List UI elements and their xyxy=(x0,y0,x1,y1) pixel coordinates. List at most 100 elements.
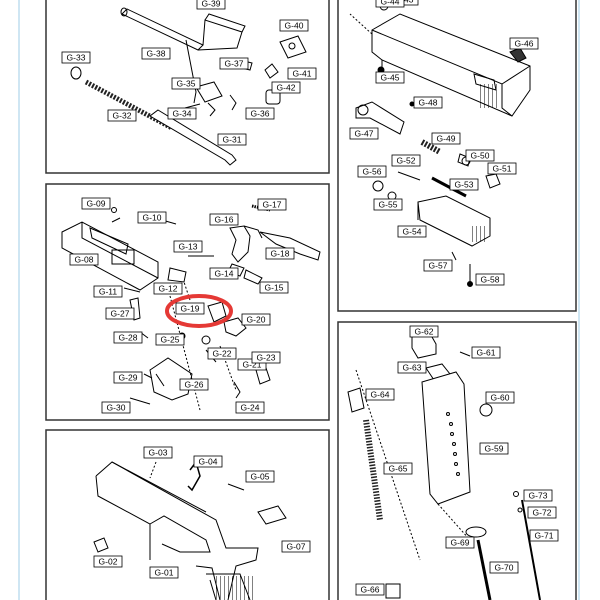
part-label-g-38: G-38 xyxy=(141,47,171,60)
label-text: G-57 xyxy=(429,261,448,271)
part-label-g-69: G-69 xyxy=(445,536,475,549)
panel-top-right xyxy=(337,0,577,312)
label-text: G-02 xyxy=(99,557,118,567)
label-text: G-22 xyxy=(213,349,232,359)
label-box xyxy=(93,555,123,568)
label-box xyxy=(449,178,479,191)
label-box xyxy=(355,583,385,596)
label-text: G-61 xyxy=(477,348,496,358)
part-label-g-27: G-27 xyxy=(105,307,135,320)
label-box xyxy=(509,37,539,50)
label-box xyxy=(259,281,289,294)
label-box xyxy=(241,313,271,326)
label-box xyxy=(173,240,203,253)
label-box xyxy=(93,285,123,298)
label-text: G-63 xyxy=(403,363,422,373)
label-text: G-04 xyxy=(199,457,218,467)
label-box xyxy=(445,536,475,549)
label-box xyxy=(365,388,395,401)
part-label-g-39: G-39 xyxy=(196,0,226,10)
panel-bottom-left xyxy=(45,429,330,600)
label-text: G-01 xyxy=(155,568,174,578)
part-label-g-25: G-25 xyxy=(155,333,185,346)
label-box xyxy=(61,51,91,64)
label-box xyxy=(113,331,143,344)
label-text: G-20 xyxy=(247,315,266,325)
label-text: G-19 xyxy=(181,304,200,314)
part-label-g-41: G-41 xyxy=(287,67,317,80)
part-label-g-71: G-71 xyxy=(529,529,559,542)
label-box xyxy=(485,391,515,404)
group-frame xyxy=(93,460,287,600)
group-slide xyxy=(349,1,531,287)
label-text: G-35 xyxy=(177,79,196,89)
label-box xyxy=(153,282,183,295)
part-label-g-32: G-32 xyxy=(107,109,137,122)
part-label-g-40: G-40 xyxy=(279,19,309,32)
label-text: G-30 xyxy=(107,403,126,413)
label-text: G-03 xyxy=(149,448,168,458)
part-label-g-15: G-15 xyxy=(259,281,289,294)
label-box xyxy=(489,561,519,574)
label-text: G-07 xyxy=(287,542,306,552)
label-box xyxy=(179,378,209,391)
label-text: G-70 xyxy=(495,563,514,573)
part-label-g-57: G-57 xyxy=(423,259,453,272)
label-text: G-41 xyxy=(293,69,312,79)
label-box xyxy=(105,307,135,320)
part-label-g-60: G-60 xyxy=(485,391,515,404)
label-text: G-28 xyxy=(119,333,138,343)
part-label-g-26: G-26 xyxy=(179,378,209,391)
label-box xyxy=(175,302,205,315)
part-label-g-30: G-30 xyxy=(101,401,131,414)
part-label-g-58: G-58 xyxy=(475,273,505,286)
label-text: G-72 xyxy=(533,508,552,518)
label-text: G-71 xyxy=(535,531,554,541)
part-label-g-42: G-42 xyxy=(271,81,301,94)
part-label-g-07: G-07 xyxy=(281,540,311,553)
label-text: G-09 xyxy=(87,199,106,209)
label-box xyxy=(383,462,413,475)
label-box xyxy=(245,107,275,120)
label-text: G-12 xyxy=(159,284,178,294)
part-label-g-52: G-52 xyxy=(391,154,421,167)
label-box xyxy=(349,127,379,140)
part-label-g-18: G-18 xyxy=(265,247,295,260)
part-label-g-16: G-16 xyxy=(209,213,239,226)
label-text: G-21 xyxy=(243,360,262,370)
label-box xyxy=(423,259,453,272)
label-text: G-18 xyxy=(271,249,290,259)
label-box xyxy=(69,253,99,266)
label-text: G-44 xyxy=(381,0,400,7)
label-box xyxy=(529,529,559,542)
label-box xyxy=(251,351,281,364)
label-text: G-59 xyxy=(485,444,504,454)
label-box xyxy=(523,489,553,502)
label-box xyxy=(271,81,301,94)
label-text: G-66 xyxy=(361,585,380,595)
label-text: G-37 xyxy=(225,59,244,69)
label-text: G-40 xyxy=(285,21,304,31)
part-label-g-28: G-28 xyxy=(113,331,143,344)
page-frame xyxy=(18,0,580,600)
label-box xyxy=(391,154,421,167)
label-text: G-64 xyxy=(371,390,390,400)
label-box xyxy=(209,267,239,280)
part-label-g-33: G-33 xyxy=(61,51,91,64)
label-text: G-13 xyxy=(179,242,198,252)
label-text: G-51 xyxy=(493,164,512,174)
label-box xyxy=(193,455,223,468)
part-label-g-09: G-09 xyxy=(81,197,111,210)
part-label-g-24: G-24 xyxy=(235,401,265,414)
label-text: G-24 xyxy=(241,403,260,413)
part-label-g-56: G-56 xyxy=(357,165,387,178)
label-box xyxy=(397,361,427,374)
label-box xyxy=(207,347,237,360)
label-text: G-27 xyxy=(111,309,130,319)
label-box xyxy=(257,198,287,211)
label-text: G-16 xyxy=(215,215,234,225)
part-label-g-10: G-10 xyxy=(137,211,167,224)
part-label-g-46: G-46 xyxy=(509,37,539,50)
part-label-g-20: G-20 xyxy=(241,313,271,326)
